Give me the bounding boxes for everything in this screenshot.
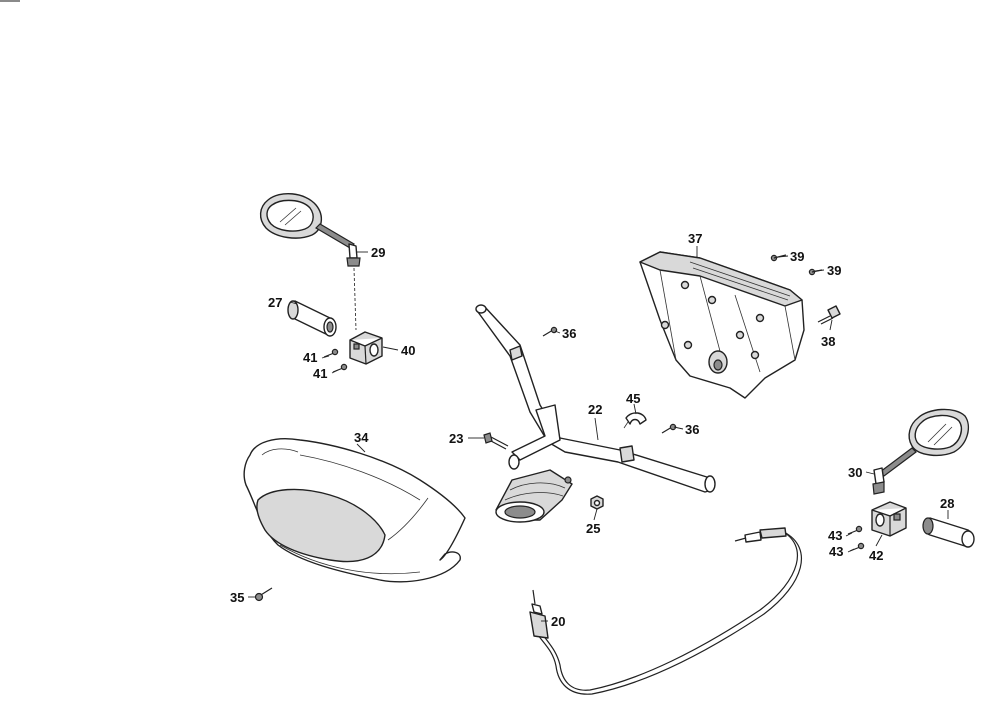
screw-41a bbox=[323, 348, 339, 358]
screw-43a bbox=[847, 525, 863, 535]
callout-25: 25 bbox=[586, 521, 600, 536]
screw-36b bbox=[661, 423, 677, 434]
right-switch-housing bbox=[871, 501, 907, 537]
callout-37: 37 bbox=[688, 231, 702, 246]
right-grip bbox=[922, 517, 975, 548]
screw-36a bbox=[542, 326, 558, 337]
callout-43a: 43 bbox=[828, 528, 842, 543]
callout-41b: 41 bbox=[313, 366, 327, 381]
callout-42: 42 bbox=[869, 548, 883, 563]
callout-27: 27 bbox=[268, 295, 282, 310]
left-grip bbox=[287, 300, 337, 337]
handlebar-front-cover bbox=[243, 438, 466, 583]
clip-45 bbox=[623, 412, 647, 429]
throttle-cable bbox=[529, 527, 802, 695]
callout-45: 45 bbox=[626, 391, 640, 406]
bolt-23 bbox=[483, 432, 509, 450]
left-mirror bbox=[259, 193, 361, 331]
callout-22: 22 bbox=[588, 402, 602, 417]
screw-39a bbox=[770, 254, 787, 262]
callout-41a: 41 bbox=[303, 350, 317, 365]
callout-30: 30 bbox=[848, 465, 862, 480]
handlebar-mount-sleeve bbox=[495, 469, 573, 523]
callout-23: 23 bbox=[449, 431, 463, 446]
callout-35: 35 bbox=[230, 590, 244, 605]
leader-lines bbox=[248, 246, 949, 622]
handlebar bbox=[475, 304, 716, 493]
callout-43b: 43 bbox=[829, 544, 843, 559]
screw-41b bbox=[332, 363, 348, 373]
callout-40: 40 bbox=[401, 343, 415, 358]
callout-labels: 29 27 40 41 41 34 35 23 22 25 45 36 36 3… bbox=[230, 231, 954, 629]
callout-29: 29 bbox=[371, 245, 385, 260]
callout-36b: 36 bbox=[685, 422, 699, 437]
screw-35 bbox=[254, 587, 273, 602]
callout-20: 20 bbox=[551, 614, 565, 629]
bolt-38 bbox=[817, 305, 841, 325]
callout-36a: 36 bbox=[562, 326, 576, 341]
right-mirror bbox=[872, 408, 969, 495]
left-switch-housing bbox=[349, 331, 383, 365]
callout-28: 28 bbox=[940, 496, 954, 511]
nut-25 bbox=[590, 495, 604, 510]
callout-34: 34 bbox=[354, 430, 369, 445]
callout-38: 38 bbox=[821, 334, 835, 349]
callout-39a: 39 bbox=[790, 249, 804, 264]
handlebar-rear-cover bbox=[639, 251, 805, 399]
callout-39b: 39 bbox=[827, 263, 841, 278]
